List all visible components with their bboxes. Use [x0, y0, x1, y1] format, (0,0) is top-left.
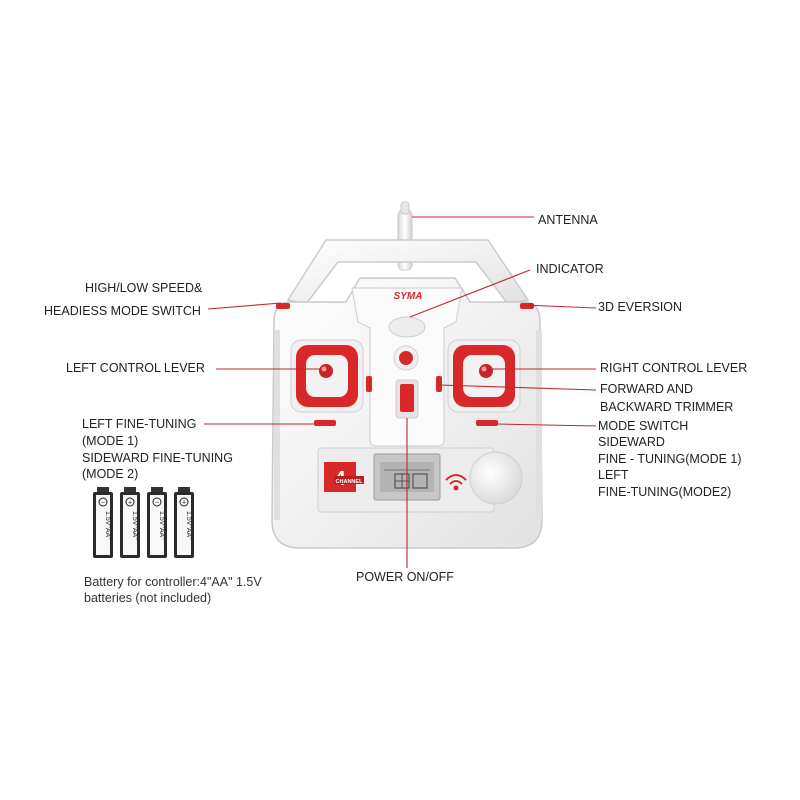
right-vertical-trimmer[interactable]	[436, 376, 442, 392]
label-left-fine-tuning-line1: LEFT FINE-TUNING	[82, 417, 197, 431]
battery-caption-line1: Battery for controller:4"AA" 1.5V	[84, 575, 262, 589]
battery-label: 1.5V"AA"	[185, 511, 192, 540]
left-control-stick[interactable]	[290, 339, 364, 413]
speed-mode-switch[interactable]	[276, 303, 290, 309]
label-antenna: ANTENNA	[538, 213, 598, 227]
label-left-fine-tuning-line3: SIDEWARD FINE-TUNING	[82, 451, 233, 465]
label-mode-switch-line2: SIDEWARD	[598, 435, 665, 449]
left-vertical-trimmer[interactable]	[366, 376, 372, 392]
label-power-on-off: POWER ON/OFF	[356, 570, 454, 584]
battery: − 1.5V"AA"	[93, 487, 113, 558]
brand-logo: SYMA	[394, 291, 423, 302]
label-right-control-lever: RIGHT CONTROL LEVER	[600, 361, 748, 375]
battery-label: 1.5V"AA"	[158, 511, 165, 540]
battery: − 1.5V"AA"	[147, 487, 167, 558]
batteries: − 1.5V"AA" + 1.5V"AA" − 1.5V"AA" + 1.5V"…	[93, 487, 194, 558]
right-fine-tuning-button[interactable]	[476, 420, 498, 426]
label-trimmer-line1: FORWARD AND	[600, 382, 694, 396]
indicator-light	[388, 316, 426, 338]
label-mode-switch-line4: LEFT	[598, 468, 629, 482]
label-left-fine-tuning-line4: (MODE 2)	[82, 467, 139, 481]
channel-badge-text: CHANNEL	[336, 479, 364, 485]
label-mode-switch-line3: FINE - TUNING(MODE 1)	[598, 452, 742, 466]
label-mode-switch-line1: MODE SWITCH	[598, 419, 689, 433]
battery: + 1.5V"AA"	[174, 487, 194, 558]
label-3d-eversion: 3D EVERSION	[598, 300, 683, 314]
label-left-control-lever: LEFT CONTROL LEVER	[66, 361, 205, 375]
label-speed-switch-line1: HIGH/LOW SPEED&	[85, 281, 203, 295]
display-panel: 4 CHANNEL	[317, 447, 495, 513]
label-trimmer-line2: BACKWARD TRIMMER	[600, 400, 734, 414]
svg-text:+: +	[128, 500, 132, 507]
right-control-stick[interactable]	[447, 339, 521, 413]
svg-text:−: −	[101, 500, 105, 507]
label-indicator: INDICATOR	[536, 262, 604, 276]
label-mode-switch-line5: FINE-TUNING(MODE2)	[598, 485, 732, 499]
left-fine-tuning-button[interactable]	[314, 420, 336, 426]
label-speed-switch-line2: HEADIESS MODE SWITCH	[44, 304, 201, 318]
battery-label: 1.5V"AA"	[104, 511, 111, 540]
label-left-fine-tuning-line2: (MODE 1)	[82, 434, 139, 448]
mode-dial[interactable]	[469, 451, 523, 505]
wireless-icon	[445, 474, 467, 491]
svg-text:−: −	[155, 500, 159, 507]
battery: + 1.5V"AA"	[120, 487, 140, 558]
eversion-button[interactable]	[520, 303, 534, 309]
battery-caption-line2: batteries (not included)	[84, 591, 212, 605]
leader-lines	[204, 216, 597, 568]
svg-text:+: +	[182, 500, 186, 507]
battery-label: 1.5V"AA"	[131, 511, 138, 540]
